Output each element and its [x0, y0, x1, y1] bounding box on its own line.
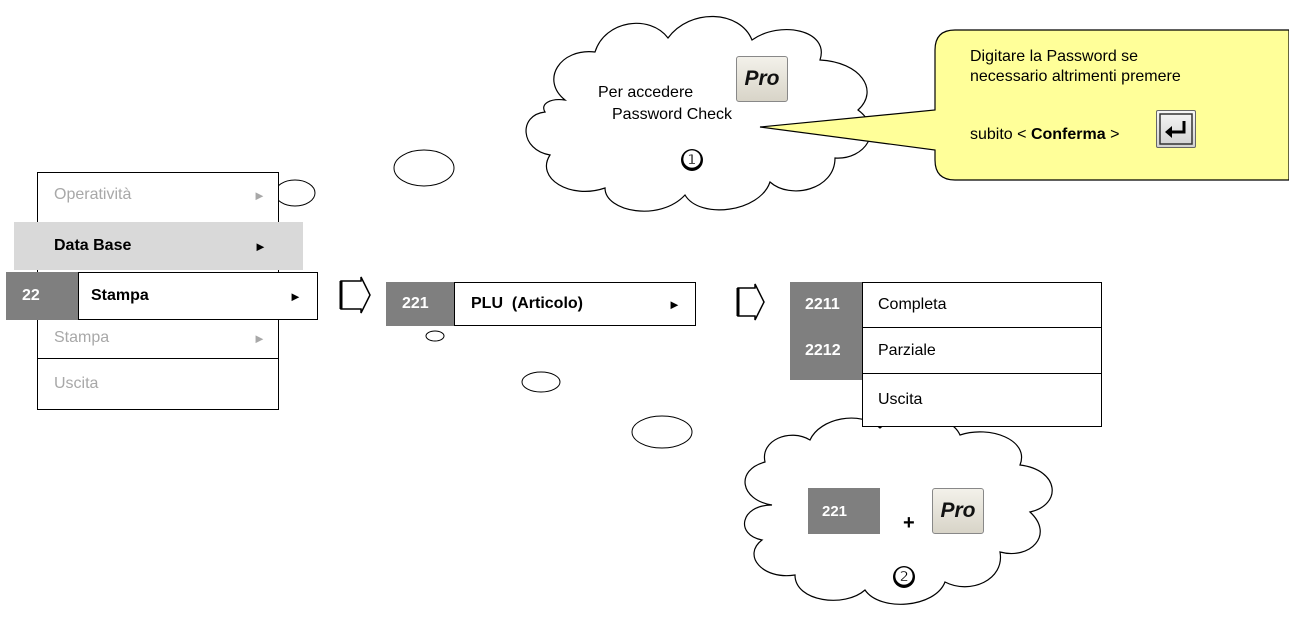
- option-item-label: Completa: [878, 296, 947, 313]
- menu-item-stampa-selected[interactable]: Stampa ►: [78, 272, 318, 320]
- option-code-badge: 2212: [790, 328, 862, 380]
- option-item-label: Parziale: [878, 341, 936, 359]
- option-item-completa[interactable]: Completa: [862, 282, 1102, 328]
- pro-key-icon: Pro: [736, 56, 788, 102]
- submenu-arrow-icon: ►: [253, 187, 266, 203]
- flow-arrow-icon: [340, 276, 371, 314]
- confirm-label: Conferma: [1030, 126, 1106, 143]
- enter-key-icon: [1156, 110, 1196, 148]
- menu-item-label: Data Base: [54, 237, 132, 254]
- option-code-badge: 2211: [790, 282, 862, 328]
- plus-sign: +: [903, 512, 915, 534]
- callout-text-line: Digitare la Password se: [970, 48, 1139, 65]
- thought-bubble: [521, 371, 561, 393]
- callout-text-line: necessario altrimenti premere: [970, 68, 1181, 85]
- thought-bubble: [393, 149, 455, 187]
- menu-divider: [37, 358, 279, 359]
- submenu-arrow-icon: ►: [254, 238, 267, 254]
- menu-code-badge: 22: [6, 272, 78, 320]
- menu-item-operativita[interactable]: Operatività ►: [37, 172, 279, 218]
- thought-bubble: [425, 330, 445, 342]
- option-item-uscita[interactable]: Uscita: [862, 373, 1102, 427]
- thought-bubble: [274, 179, 316, 207]
- menu-item-data-base[interactable]: Data Base ►: [14, 222, 303, 270]
- cloud-code-badge: 221: [808, 488, 880, 534]
- option-item-parziale[interactable]: Parziale: [862, 327, 1102, 374]
- thought-bubble: [631, 415, 693, 449]
- step-marker-2: ❷: [893, 564, 915, 589]
- option-item-label: Uscita: [878, 391, 923, 408]
- submenu-arrow-icon: ►: [668, 296, 681, 312]
- submenu-arrow-icon: ►: [253, 330, 266, 346]
- flow-arrow-icon: [737, 283, 765, 321]
- callout-text-line: subito < Conferma >: [970, 126, 1120, 143]
- menu-item-uscita[interactable]: Uscita: [37, 360, 279, 408]
- menu-item-label: Operatività: [54, 186, 132, 203]
- enter-arrow-icon: [1159, 113, 1193, 145]
- cloud-text-line: Per accedere: [598, 84, 694, 101]
- step-marker-1: ❶: [681, 147, 703, 172]
- menu-item-label: Uscita: [54, 375, 99, 392]
- cloud-text-line: Password Check: [612, 106, 733, 123]
- menu-item-stampa[interactable]: Stampa ►: [37, 320, 279, 356]
- submenu-arrow-icon: ►: [289, 288, 302, 304]
- submenu-item-plu[interactable]: PLU (Articolo) ►: [454, 282, 696, 326]
- submenu-item-label: PLU (Articolo): [471, 295, 583, 312]
- menu-item-label: Stampa: [91, 287, 149, 304]
- thought-cloud-2: [744, 415, 1053, 605]
- menu-item-label: Stampa: [54, 329, 110, 346]
- submenu-code-badge: 221: [386, 282, 454, 326]
- pro-key-icon: Pro: [932, 488, 984, 534]
